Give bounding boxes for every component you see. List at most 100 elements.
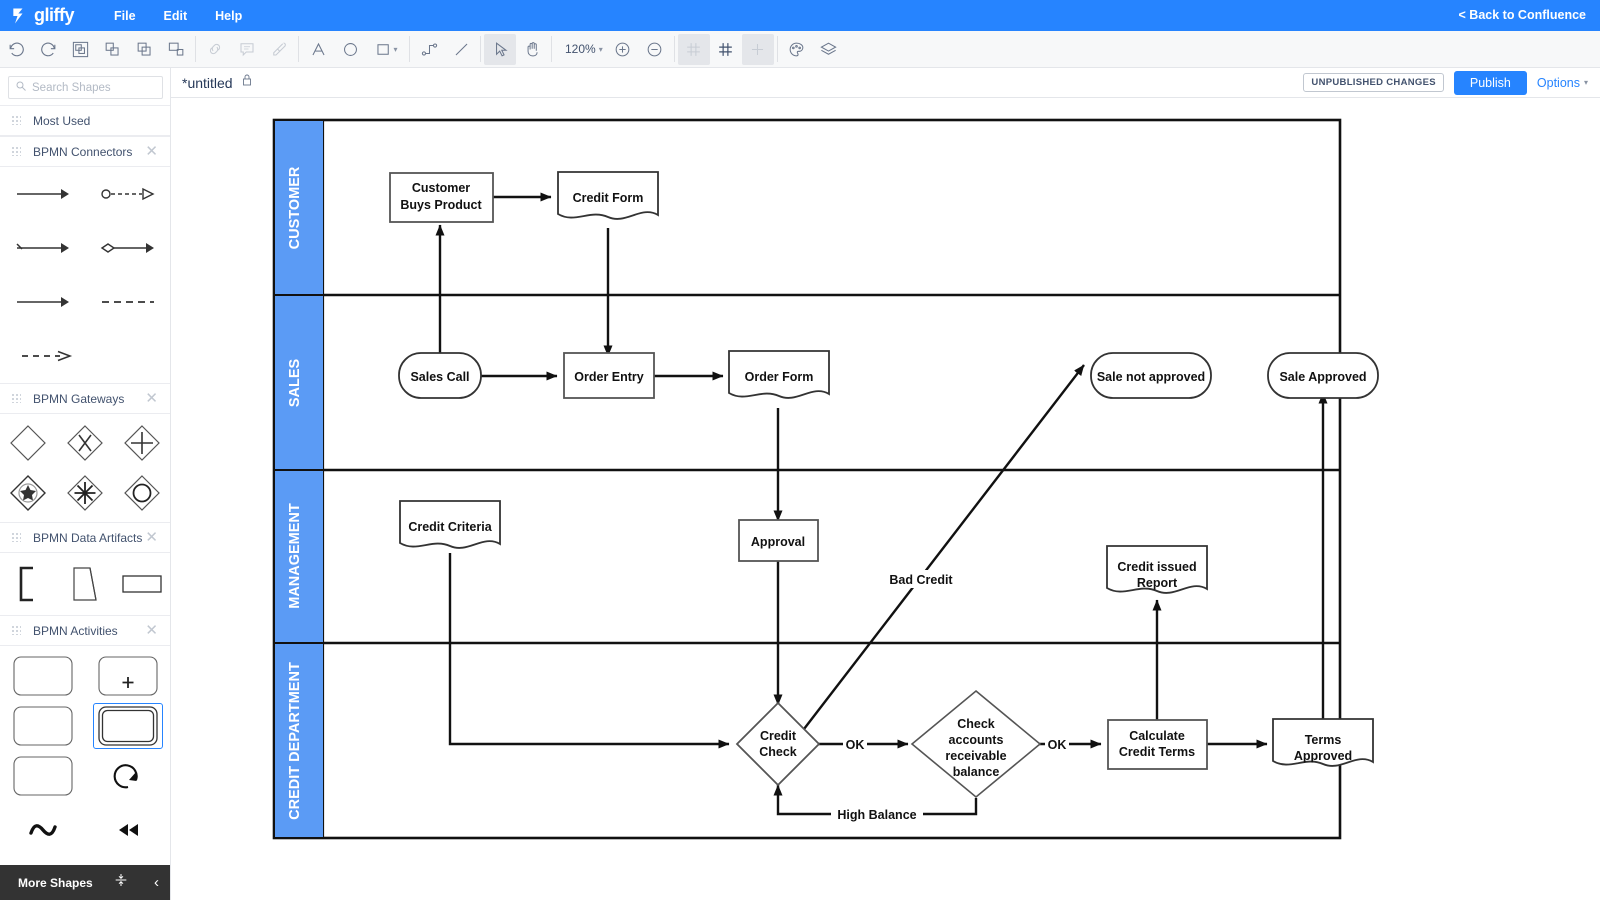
node-label: accounts: [949, 733, 1004, 747]
page-title[interactable]: *untitled: [182, 74, 233, 91]
bpmn-swimlane-diagram[interactable]: CUSTOMER SALES MANAGEMENT CREDIT DEPARTM…: [171, 98, 1600, 900]
shape-activity-loop[interactable]: [94, 754, 162, 798]
shape-group-header-bpmn-connectors[interactable]: BPMN Connectors ✕: [0, 136, 170, 167]
show-grid-icon[interactable]: [710, 34, 742, 65]
node-sale-not-approved[interactable]: Sale not approved: [1090, 352, 1212, 399]
shape-gateway-inclusive-circle[interactable]: [113, 472, 170, 514]
send-to-back-icon[interactable]: [160, 34, 192, 65]
node-check-accounts-receivable-balance[interactable]: Check accounts receivable balance: [910, 689, 1042, 799]
shape-data-folded-page[interactable]: [57, 563, 114, 605]
shape-row: [0, 414, 170, 468]
comment-icon[interactable]: [231, 34, 263, 65]
shape-connector-plain-arrow[interactable]: [9, 281, 77, 323]
hand-icon[interactable]: [516, 34, 548, 65]
toolbar-group-annotate: [199, 31, 295, 68]
node-approval[interactable]: Approval: [738, 519, 819, 562]
menu-help[interactable]: Help: [215, 8, 243, 23]
shape-gateway-complex-asterisk[interactable]: [57, 472, 114, 514]
menu-file[interactable]: File: [114, 8, 136, 23]
shape-connector-solid-arrow[interactable]: [9, 173, 77, 215]
elbow-connector-icon[interactable]: [413, 34, 445, 65]
shape-connector-tick-arrow[interactable]: [9, 227, 77, 269]
shape-data-store-rectangle[interactable]: [113, 563, 170, 605]
straight-line-icon[interactable]: [445, 34, 477, 65]
shapes-sidebar: Most Used BPMN Connectors ✕: [0, 68, 171, 900]
shape-group-header-bpmn-data-artifacts[interactable]: BPMN Data Artifacts ✕: [0, 522, 170, 553]
options-button[interactable]: Options ▾: [1537, 76, 1592, 90]
search-shapes-box[interactable]: [8, 76, 163, 99]
chevron-down-icon[interactable]: ▾: [393, 44, 398, 54]
more-shapes-label[interactable]: More Shapes: [18, 875, 93, 890]
bring-to-front-icon[interactable]: [128, 34, 160, 65]
node-credit-issued-report[interactable]: Credit issued Report: [1106, 545, 1208, 594]
shape-data-bracket[interactable]: [0, 563, 57, 605]
shape-activity-compensation-rewind[interactable]: [94, 809, 162, 851]
lane-header-customer[interactable]: [275, 121, 323, 294]
node-order-entry[interactable]: Order Entry: [563, 352, 655, 399]
shape-activity-task[interactable]: [9, 654, 77, 698]
close-icon[interactable]: ✕: [145, 529, 158, 546]
shape-connector-dashed-line[interactable]: [94, 281, 162, 323]
shape-group-label: Most Used: [33, 113, 91, 128]
lane-header-sales[interactable]: [275, 296, 323, 469]
group-icon[interactable]: [64, 34, 96, 65]
node-terms-approved[interactable]: Terms Approved: [1272, 718, 1374, 767]
text-icon[interactable]: [302, 34, 334, 65]
more-shapes-bar[interactable]: More Shapes ‹: [0, 865, 170, 900]
menu-edit[interactable]: Edit: [163, 8, 188, 23]
shape-gateway-event-based-multiple[interactable]: [0, 472, 57, 514]
shape-connector-diamond-arrow[interactable]: [94, 227, 162, 269]
zoom-level-selector[interactable]: 120% ▾: [555, 42, 607, 56]
node-calculate-credit-terms[interactable]: Calculate Credit Terms: [1107, 719, 1208, 770]
node-order-form[interactable]: Order Form: [728, 350, 830, 399]
copy-icon[interactable]: [96, 34, 128, 65]
shape-connector-dashed-open-arrow[interactable]: [14, 335, 82, 377]
node-credit-check[interactable]: Credit Check: [735, 701, 821, 787]
close-icon[interactable]: ✕: [145, 143, 158, 160]
close-icon[interactable]: ✕: [145, 390, 158, 407]
snap-to-grid-icon[interactable]: [677, 33, 710, 65]
pointer-icon[interactable]: [484, 33, 516, 65]
node-credit-form[interactable]: Credit Form: [557, 171, 659, 220]
link-icon[interactable]: [199, 34, 231, 65]
node-sales-call[interactable]: Sales Call: [398, 352, 482, 399]
lane-header-credit-department[interactable]: [275, 644, 323, 837]
ellipse-icon[interactable]: [334, 34, 366, 65]
options-label: Options: [1536, 75, 1580, 90]
back-to-confluence-link[interactable]: < Back to Confluence: [1458, 8, 1586, 22]
gliffy-logo[interactable]: gliffy: [10, 5, 75, 26]
node-sale-approved[interactable]: Sale Approved: [1267, 352, 1379, 399]
zoom-out-icon[interactable]: [639, 34, 671, 65]
eyedropper-icon[interactable]: [263, 34, 295, 65]
shape-activity-subprocess-plus[interactable]: [94, 654, 162, 698]
lock-icon[interactable]: [241, 73, 253, 92]
expand-collapse-icon[interactable]: [113, 872, 129, 893]
guides-icon[interactable]: [741, 33, 774, 65]
publish-button[interactable]: Publish: [1453, 70, 1527, 95]
toolbar-group-shapes: ▾: [302, 31, 406, 68]
node-credit-criteria[interactable]: Credit Criteria: [399, 500, 501, 549]
chevron-left-icon[interactable]: ‹: [154, 874, 159, 891]
shape-activity-task-3[interactable]: [9, 754, 77, 798]
undo-icon[interactable]: [0, 34, 32, 65]
rectangle-icon[interactable]: ▾: [366, 34, 406, 65]
node-customer-buys-product[interactable]: Customer Buys Product: [389, 172, 494, 223]
shape-group-header-most-used[interactable]: Most Used: [0, 105, 170, 136]
zoom-in-icon[interactable]: [607, 34, 639, 65]
shape-connector-circle-dashed-open-arrow[interactable]: [94, 173, 162, 215]
shape-group-header-bpmn-gateways[interactable]: BPMN Gateways ✕: [0, 383, 170, 414]
shape-activity-call-activity[interactable]: [92, 703, 163, 749]
shape-group-header-bpmn-activities[interactable]: BPMN Activities ✕: [0, 615, 170, 646]
shape-gateway-exclusive-x[interactable]: [57, 422, 114, 464]
lane-header-management[interactable]: [275, 471, 323, 642]
shape-gateway-parallel-plus[interactable]: [113, 422, 170, 464]
layers-icon[interactable]: [813, 34, 845, 65]
shape-activity-task-2[interactable]: [9, 704, 77, 748]
close-icon[interactable]: ✕: [145, 622, 158, 639]
redo-icon[interactable]: [32, 34, 64, 65]
shape-activity-compensation-wave[interactable]: [9, 809, 77, 851]
theme-palette-icon[interactable]: [781, 34, 813, 65]
search-shapes-input[interactable]: [32, 81, 157, 94]
diagram-canvas[interactable]: CUSTOMER SALES MANAGEMENT CREDIT DEPARTM…: [171, 98, 1600, 900]
shape-gateway-exclusive-blank[interactable]: [0, 422, 57, 464]
